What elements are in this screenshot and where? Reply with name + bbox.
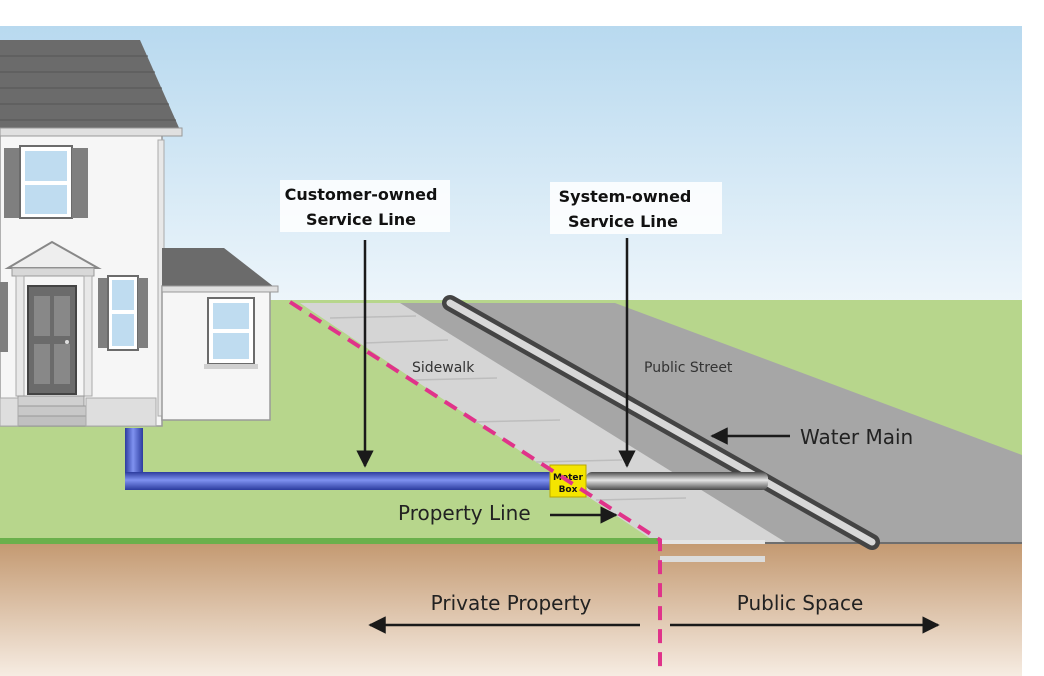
meter-box-label-line2: Box	[559, 485, 578, 495]
system-owned-label-line2: Service Line	[568, 212, 678, 231]
sidewalk-joints	[329, 315, 687, 501]
customer-label-bg	[280, 180, 450, 232]
private-property-label: Private Property	[431, 591, 592, 615]
system-owned-label-line1: System-owned	[559, 187, 692, 206]
property-line-marker	[288, 300, 662, 668]
soil-under-street	[660, 556, 765, 562]
public-space-label: Public Space	[737, 591, 864, 615]
sidewalk-label: Sidewalk	[412, 360, 475, 376]
customer-owned-label-line2: Service Line	[306, 210, 416, 229]
soil	[0, 544, 1022, 676]
water-main-pipe	[442, 295, 880, 550]
property-line-label: Property Line	[398, 501, 531, 525]
customer-owned-label-line1: Customer-owned	[285, 185, 438, 204]
water-main-label: Water Main	[800, 425, 913, 449]
callout-arrows	[356, 238, 940, 634]
customer-service-line-pipe	[125, 428, 560, 490]
public-street-label: Public Street	[644, 360, 733, 376]
meter-box-label-line1: Meter	[553, 473, 583, 483]
house	[0, 40, 279, 427]
system-service-line-pipe	[586, 472, 768, 490]
ground-edge	[0, 538, 660, 544]
system-label-bg	[550, 182, 722, 234]
